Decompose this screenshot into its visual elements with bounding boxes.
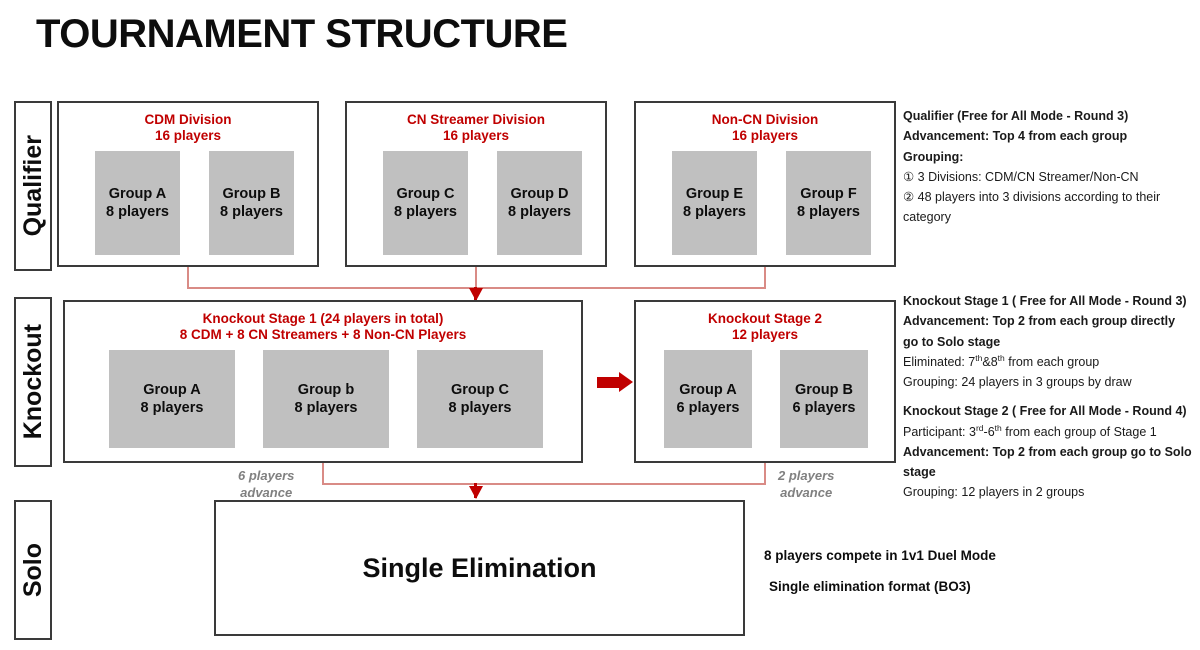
- knockout-stage1-title-line1: Knockout Stage 1 (24 players in total): [202, 311, 444, 326]
- group-players: 8 players: [394, 204, 457, 220]
- note-line: Advancement: Top 4 from each group: [903, 129, 1128, 144]
- division-players-non-cn: 16 players: [731, 128, 799, 144]
- note-spacer: [903, 392, 1195, 401]
- group-players: 8 players: [448, 400, 512, 416]
- solo-note-duel-mode: 8 players compete in 1v1 Duel Mode: [764, 548, 996, 563]
- group-name: Group A: [108, 185, 167, 202]
- knockout-stage2-title-line1: Knockout Stage 2: [707, 311, 823, 326]
- division-name-cdm: CDM Division: [144, 112, 232, 127]
- stage-label-solo: Solo: [14, 500, 52, 640]
- group-players: 8 players: [220, 204, 283, 220]
- stage-label-knockout: Knockout: [14, 297, 52, 467]
- group-players: 8 players: [106, 204, 169, 220]
- group-name: Group B: [795, 381, 853, 398]
- group-players: 8 players: [683, 204, 746, 220]
- group-name: Group F: [800, 185, 857, 202]
- group-box: Group B 6 players: [780, 350, 868, 448]
- knockout-stage1-title-line2: 8 CDM + 8 CN Streamers + 8 Non-CN Player…: [179, 327, 467, 343]
- group-box: Group B 8 players: [209, 151, 294, 255]
- note-line: Qualifier (Free for All Mode - Round 3): [903, 109, 1129, 123]
- knockout-stage2-panel: Knockout Stage 2 12 players Group A 6 pl…: [634, 300, 896, 463]
- division-panel-cn-streamer: CN Streamer Division 16 players Group C …: [345, 101, 607, 267]
- division-players-cdm: 16 players: [154, 128, 222, 144]
- connector-line-stage1-down: [322, 463, 324, 485]
- group-box: Group A 8 players: [95, 151, 180, 255]
- note-line: Advancement: Top 2 from each group go to…: [903, 444, 1192, 459]
- division-name-cn-streamer: CN Streamer Division: [406, 112, 546, 127]
- group-name: Group A: [143, 381, 201, 398]
- advance-note-right-line1: 2 players: [778, 468, 835, 483]
- stage-label-qualifier-text: Qualifier: [18, 135, 47, 237]
- connector-line-noncn-down: [764, 267, 766, 289]
- note-line: Advancement: Top 2 from each group direc…: [903, 314, 1176, 329]
- note-line: go to Solo stage: [903, 334, 1001, 349]
- group-name: Group B: [222, 185, 281, 202]
- group-box: Group E 8 players: [672, 151, 757, 255]
- stage-label-knockout-text: Knockout: [18, 324, 47, 440]
- note-line: Participant: 3rd-6th from each group of …: [903, 422, 1157, 439]
- note-line: Grouping: 12 players in 2 groups: [903, 485, 1085, 500]
- group-box: Group b 8 players: [263, 350, 389, 448]
- division-title-non-cn: Non-CN Division 16 players: [636, 112, 894, 145]
- group-name: Group b: [297, 381, 355, 398]
- note-line: Eliminated: 7th&8th from each group: [903, 352, 1100, 369]
- connector-line-knockout-bus: [322, 483, 766, 485]
- arrow-right-stage1-to-stage2: [597, 372, 633, 392]
- note-line: Grouping:: [903, 149, 964, 164]
- note-line: Knockout Stage 1 ( Free for All Mode - R…: [903, 294, 1187, 308]
- group-name: Group D: [510, 185, 569, 202]
- arrow-down-to-solo: [469, 486, 483, 499]
- single-elimination-box: Single Elimination: [214, 500, 745, 636]
- group-name: Group C: [451, 381, 509, 398]
- group-box: Group D 8 players: [497, 151, 582, 255]
- note-line: Knockout Stage 2 ( Free for All Mode - R…: [903, 404, 1187, 419]
- group-box: Group A 8 players: [109, 350, 235, 448]
- note-line: ② 48 players into 3 divisions according …: [903, 190, 1161, 225]
- division-panel-non-cn: Non-CN Division 16 players Group E 8 pla…: [634, 101, 896, 267]
- note-line: ① 3 Divisions: CDM/CN Streamer/Non-CN: [903, 169, 1139, 184]
- stage-label-qualifier: Qualifier: [14, 101, 52, 271]
- group-players: 8 players: [508, 204, 571, 220]
- group-box: Group A 6 players: [664, 350, 752, 448]
- connector-line-cdm-down: [187, 267, 189, 289]
- advance-note-left-line2: advance: [240, 484, 293, 500]
- group-box: Group C 8 players: [383, 151, 468, 255]
- division-players-cn-streamer: 16 players: [442, 128, 510, 144]
- division-name-non-cn: Non-CN Division: [711, 112, 819, 127]
- knockout-stage1-title: Knockout Stage 1 (24 players in total) 8…: [65, 311, 581, 344]
- connector-line-stage2-down: [764, 463, 766, 485]
- group-players: 8 players: [797, 204, 860, 220]
- division-title-cn-streamer: CN Streamer Division 16 players: [347, 112, 605, 145]
- advance-note-left-line1: 6 players: [238, 468, 295, 483]
- division-panel-cdm: CDM Division 16 players Group A 8 player…: [57, 101, 319, 267]
- group-players: 8 players: [140, 400, 204, 416]
- connector-line-cn-down: [475, 267, 477, 289]
- stage-label-solo-text: Solo: [18, 542, 47, 598]
- qualifier-notes: Qualifier (Free for All Mode - Round 3) …: [903, 106, 1188, 228]
- group-name: Group A: [679, 381, 737, 398]
- division-title-cdm: CDM Division 16 players: [59, 112, 317, 145]
- advance-note-left: 6 players advance: [238, 468, 294, 502]
- knockout-notes: Knockout Stage 1 ( Free for All Mode - R…: [903, 291, 1195, 503]
- group-box: Group F 8 players: [786, 151, 871, 255]
- solo-note-format: Single elimination format (BO3): [769, 579, 971, 594]
- group-box: Group C 8 players: [417, 350, 543, 448]
- group-name: Group E: [685, 185, 744, 202]
- knockout-stage2-title: Knockout Stage 2 12 players: [636, 311, 894, 344]
- knockout-stage1-panel: Knockout Stage 1 (24 players in total) 8…: [63, 300, 583, 463]
- group-players: 8 players: [294, 400, 358, 416]
- group-players: 6 players: [676, 400, 740, 416]
- arrow-right-shaft: [597, 376, 619, 388]
- group-name: Group C: [396, 185, 455, 202]
- advance-note-right-line2: advance: [780, 484, 833, 500]
- arrow-right-head: [619, 372, 633, 392]
- note-line: stage: [903, 465, 936, 479]
- group-players: 6 players: [792, 400, 856, 416]
- single-elimination-label: Single Elimination: [362, 552, 597, 583]
- arrow-down-to-knockout1: [469, 288, 483, 301]
- note-line: Grouping: 24 players in 3 groups by draw: [903, 375, 1132, 389]
- advance-note-right: 2 players advance: [778, 468, 834, 502]
- knockout-stage2-title-line2: 12 players: [731, 327, 799, 343]
- page-title: TOURNAMENT STRUCTURE: [36, 12, 568, 56]
